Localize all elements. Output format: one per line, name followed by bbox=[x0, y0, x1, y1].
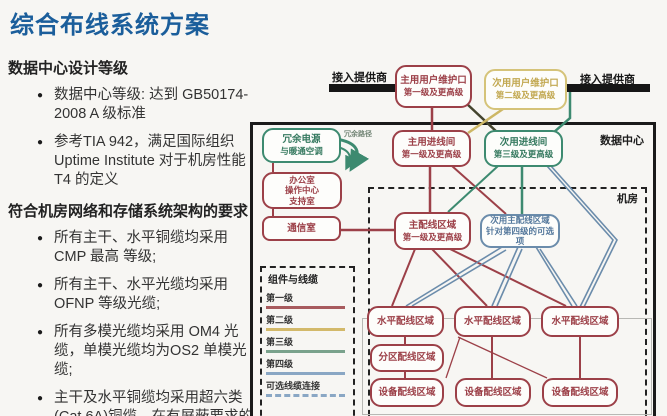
list-item: ●主干及水平铜缆均采用超六类(Cat.6A)铜缆，在有屏蔽要求的功能采用屏蔽双绞… bbox=[8, 389, 254, 416]
node-equipment-distribution-area-1: 设备配线区域 bbox=[370, 378, 444, 407]
access-provider-right-bar bbox=[564, 84, 650, 92]
datacenter-region-frame bbox=[250, 122, 656, 416]
bullet-icon: ● bbox=[37, 233, 44, 244]
machine-room-label: 机房 bbox=[617, 193, 638, 205]
tier3-line-swatch bbox=[266, 350, 345, 353]
list-item: ●所有主干、水平铜缆均采用 CMP 最高 等级; bbox=[37, 230, 229, 265]
legend-title: 组件与线缆 bbox=[268, 275, 318, 286]
tier2-line-swatch bbox=[266, 328, 345, 331]
bullet-icon: ● bbox=[37, 280, 44, 291]
node-maintenance-secondary: 次用用户维护口 第二级及更高级 bbox=[484, 69, 567, 110]
datacenter-label: 数据中心 bbox=[600, 135, 644, 147]
access-provider-right-label: 接入提供商 bbox=[580, 74, 635, 86]
list-item: ●参考TIA 942，满足国际组织 Uptime Institute 对于机房性… bbox=[37, 134, 246, 188]
node-maintenance-primary: 主用用户维护口 第一级及更高级 bbox=[395, 65, 472, 108]
node-equipment-distribution-area-2: 设备配线区域 bbox=[455, 378, 531, 407]
node-office-operations: 办公室 操作中心 支持室 bbox=[262, 172, 342, 209]
node-zone-distribution-area: 分区配线区域 bbox=[370, 344, 444, 372]
node-horizontal-distribution-area-1: 水平配线区域 bbox=[367, 306, 444, 337]
access-provider-left-label: 接入提供商 bbox=[332, 72, 387, 84]
access-provider-left-bar bbox=[329, 84, 397, 92]
node-equipment-distribution-area-3: 设备配线区域 bbox=[542, 378, 618, 407]
section-heading: 数据中心设计等级 bbox=[8, 60, 129, 77]
node-horizontal-distribution-area-3: 水平配线区域 bbox=[541, 306, 619, 337]
tier4-line-swatch bbox=[266, 372, 345, 375]
section-heading: 符合机房网络和存储系统架构的要求 bbox=[8, 203, 249, 220]
legend-item-tier2: 第二级 bbox=[266, 313, 346, 331]
bullet-icon: ● bbox=[37, 327, 44, 338]
machine-room-region-frame bbox=[368, 187, 647, 416]
optional-cable-line-swatch bbox=[266, 394, 345, 397]
page-title: 综合布线系统方案 bbox=[10, 12, 210, 39]
bullet-icon: ● bbox=[37, 393, 44, 404]
redundant-path-label: 冗余路径 bbox=[344, 131, 372, 138]
node-entrance-primary: 主用进线间 第一级及更高级 bbox=[392, 130, 471, 167]
node-horizontal-distribution-area-2: 水平配线区域 bbox=[454, 306, 531, 337]
node-redundant-power: 冗余电源 与暖通空调 bbox=[262, 128, 341, 163]
list-item: ●所有主干、水平光缆均采用 OFNP 等级光缆; bbox=[37, 277, 229, 312]
legend-item-optional-cable: 可选线缆连接 bbox=[266, 379, 346, 397]
list-item: ●数据中心等级: 达到 GB50174-2008 A 级标准 bbox=[37, 87, 249, 122]
tier1-line-swatch bbox=[266, 306, 345, 309]
node-secondary-main-distribution-area: 次用主配线区域 针对第四级的可选项 bbox=[480, 214, 560, 248]
legend-frame bbox=[260, 266, 355, 416]
legend-item-tier4: 第四级 bbox=[266, 357, 346, 375]
list-item: ●所有多模光缆均采用 OM4 光缆，单模光缆均为OS2 单模光缆; bbox=[37, 324, 247, 378]
legend-item-tier3: 第三级 bbox=[266, 335, 346, 353]
node-main-distribution-area: 主配线区域 第一级及更高级 bbox=[394, 212, 471, 250]
left-text-panel: 综合布线系统方案 数据中心设计等级 ●数据中心等级: 达到 GB50174-20… bbox=[0, 0, 258, 416]
node-telecom-room: 通信室 bbox=[262, 216, 341, 241]
bullet-content: 数据中心设计等级 ●数据中心等级: 达到 GB50174-2008 A 级标准 … bbox=[8, 57, 254, 416]
node-entrance-secondary: 次用进线间 第三级及更高级 bbox=[484, 130, 563, 167]
bullet-icon: ● bbox=[37, 90, 44, 101]
legend-item-tier1: 第一级 bbox=[266, 291, 346, 309]
bullet-icon: ● bbox=[37, 137, 44, 148]
